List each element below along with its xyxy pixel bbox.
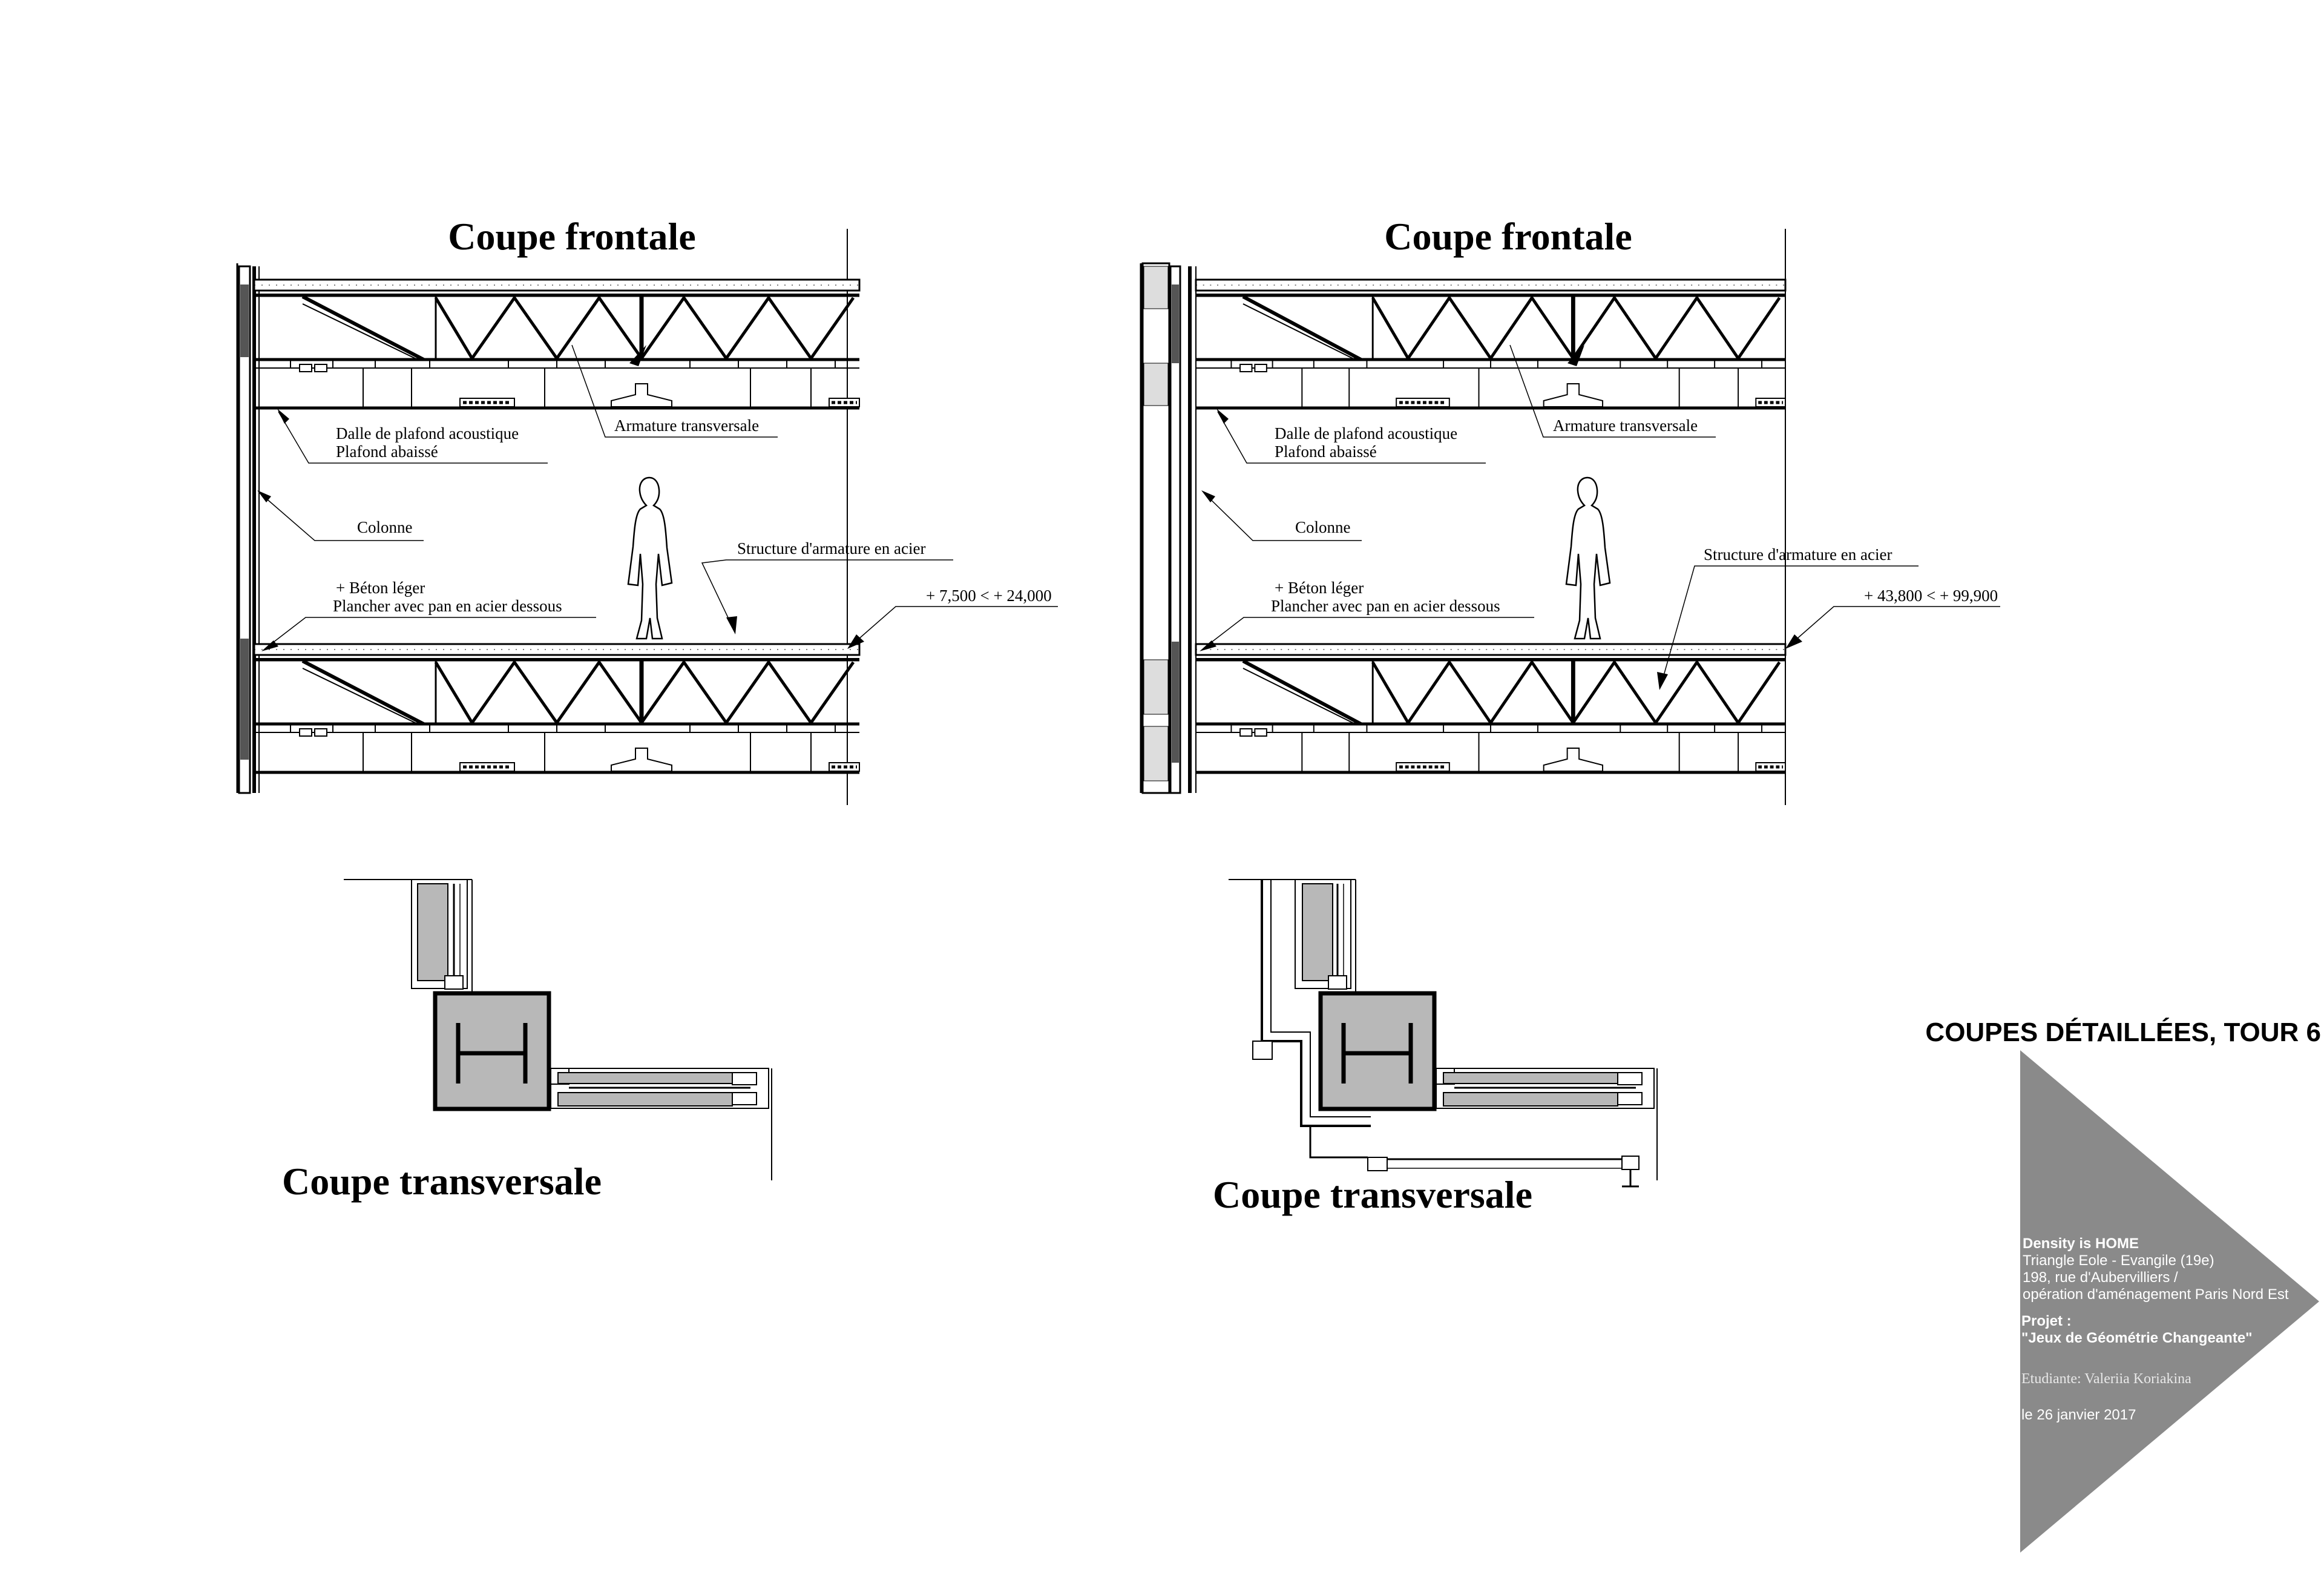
label-plancher-right: Plancher avec pan en acier dessous bbox=[1271, 597, 1500, 615]
sheet-date: le 26 janvier 2017 bbox=[2021, 1407, 2136, 1423]
person-figure-left bbox=[627, 476, 673, 640]
label-level-right: + 43,800 < + 99,900 bbox=[1864, 587, 1998, 605]
student-name: Etudiante: Valeriia Koriakina bbox=[2021, 1371, 2191, 1387]
label-beton-right: + Béton léger bbox=[1275, 579, 1364, 597]
right-transverse-section: Coupe transversale bbox=[1213, 879, 1658, 1216]
right-transverse-title: Coupe transversale bbox=[1213, 1173, 1532, 1216]
label-dalle-right: Dalle de plafond acoustique bbox=[1275, 424, 1457, 442]
title-block: COUPES DÉTAILLÉES, TOUR 6 Density is HOM… bbox=[1925, 1017, 2321, 1553]
left-frontal-section: Coupe frontale Dalle de plafond acoustiq… bbox=[236, 215, 1058, 805]
cartouche-triangle bbox=[2020, 1050, 2319, 1553]
projet-title: "Jeux de Géométrie Changeante" bbox=[2021, 1330, 2253, 1346]
label-armature-left: Armature transversale bbox=[614, 416, 759, 435]
right-lower-floor bbox=[1196, 644, 1785, 772]
right-frontal-section: Coupe frontale Dalle de plafond acoustiq… bbox=[1140, 215, 2000, 805]
label-colonne-right: Colonne bbox=[1295, 518, 1351, 536]
left-upper-floor bbox=[254, 280, 859, 408]
label-plafond-right: Plafond abaissé bbox=[1275, 442, 1377, 461]
label-beton-left: + Béton léger bbox=[336, 579, 425, 597]
projet-label: Projet : bbox=[2021, 1313, 2072, 1329]
address-line-2: 198, rue d'Aubervilliers / bbox=[2023, 1269, 2178, 1286]
left-frontal-title: Coupe frontale bbox=[448, 215, 695, 258]
person-figure-right bbox=[1565, 476, 1611, 640]
left-transverse-section: Coupe transversale bbox=[282, 879, 772, 1203]
right-column bbox=[1140, 262, 1196, 794]
right-upper-floor bbox=[1196, 280, 1785, 408]
column-box-right bbox=[1318, 991, 1437, 1111]
label-structure-right: Structure d'armature en acier bbox=[1704, 545, 1892, 564]
left-lower-floor bbox=[254, 644, 859, 772]
label-level-left: + 7,500 < + 24,000 bbox=[926, 587, 1052, 605]
label-plafond-left: Plafond abaissé bbox=[336, 442, 438, 461]
right-frontal-title: Coupe frontale bbox=[1384, 215, 1632, 258]
left-column bbox=[236, 263, 260, 794]
label-plancher-left: Plancher avec pan en acier dessous bbox=[333, 597, 562, 615]
label-dalle-left: Dalle de plafond acoustique bbox=[336, 424, 519, 442]
sheet-title: COUPES DÉTAILLÉES, TOUR 6 bbox=[1925, 1017, 2321, 1047]
label-armature-right: Armature transversale bbox=[1553, 416, 1698, 435]
label-structure-left: Structure d'armature en acier bbox=[737, 539, 925, 557]
address-line-3: opération d'aménagement Paris Nord Est bbox=[2023, 1286, 2289, 1303]
label-colonne-left: Colonne bbox=[357, 518, 413, 536]
left-transverse-title: Coupe transversale bbox=[282, 1160, 602, 1203]
address-line-1: Triangle Eole - Evangile (19e) bbox=[2023, 1252, 2214, 1269]
project-name: Density is HOME bbox=[2023, 1235, 2139, 1252]
